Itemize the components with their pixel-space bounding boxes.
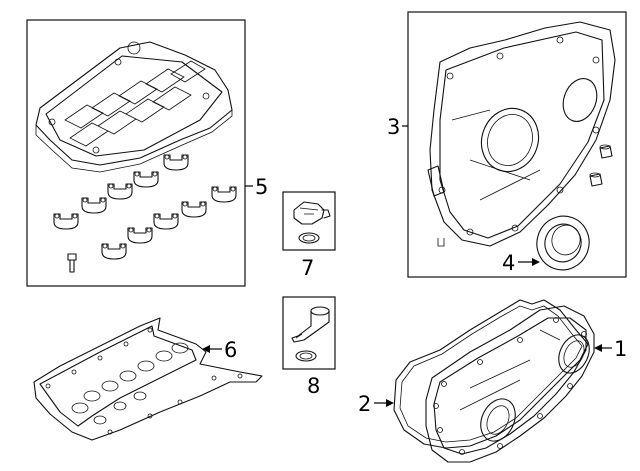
dowel-pins-illustration [589,144,613,187]
bolt-illustration [67,253,77,273]
callout-6: 6 [224,338,237,362]
oil-cap-illustration [293,201,331,244]
camshaft-carrier-illustration [35,41,233,173]
oil-cap-group [282,191,336,251]
cylinder-head-frame [26,19,246,287]
filler-tube-frame [282,296,336,370]
callout-1: 1 [614,337,627,361]
crankshaft-seal-illustration [536,215,590,271]
callout-2: 2 [358,392,371,416]
filler-tube-illustration [291,306,330,362]
timing-cover-group [407,11,627,278]
callout-5: 5 [255,175,268,199]
callout-3: 3 [387,115,400,139]
bearing-caps-illustration [53,154,237,273]
front-cover-illustration [425,305,595,463]
oil-cap-frame [282,191,336,251]
callout-8: 8 [307,374,320,398]
cylinder-head-assembly-group [26,19,246,287]
callout-4: 4 [502,251,515,275]
timing-cover-illustration [427,21,616,247]
callout-7: 7 [301,256,314,280]
filler-tube-group [282,296,336,370]
front-cover-gasket-illustration [393,299,589,449]
valve-cover-gasket-illustration [33,317,263,441]
